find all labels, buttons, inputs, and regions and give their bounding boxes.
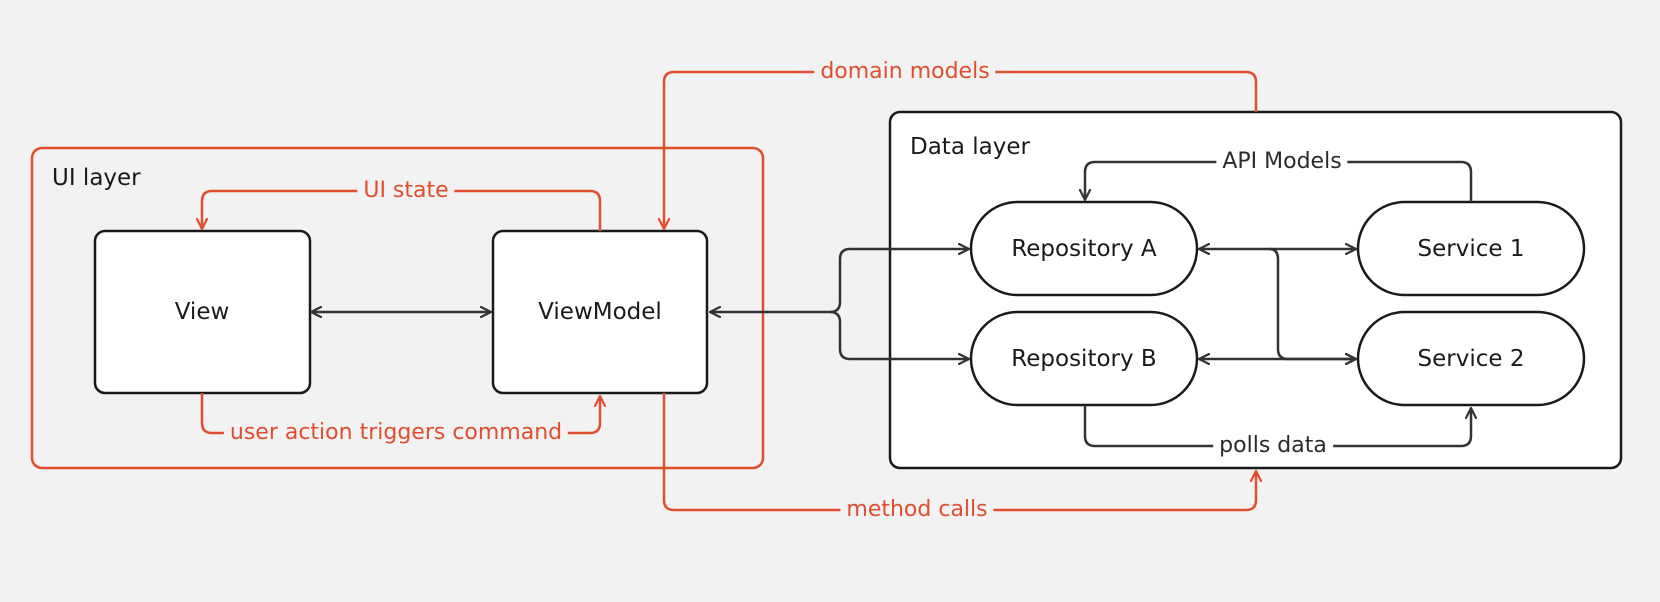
service-1-label: Service 1 — [1417, 236, 1525, 262]
service-2-label: Service 2 — [1417, 346, 1525, 372]
viewmodel-label: ViewModel — [538, 299, 662, 325]
service-2-node — [1356, 310, 1586, 407]
method-calls-label: method calls — [840, 497, 994, 523]
user-action-label: user action triggers command — [223, 420, 569, 446]
repository-a-label: Repository A — [1011, 236, 1157, 262]
ui-state-label: UI state — [357, 178, 455, 204]
repository-a-node — [969, 200, 1199, 297]
view-label: View — [174, 299, 230, 325]
repository-b-label: Repository B — [1011, 346, 1157, 372]
polls-data-label: polls data — [1213, 433, 1333, 459]
domain-models-label: domain models — [814, 59, 996, 85]
repository-a-service-2-connector — [1268, 247, 1356, 359]
api-models-label: API Models — [1216, 149, 1348, 175]
viewmodel-to-repository-b-connector — [829, 310, 969, 359]
data-layer-title: Data layer — [910, 134, 1030, 160]
ui-layer-title: UI layer — [52, 165, 141, 191]
